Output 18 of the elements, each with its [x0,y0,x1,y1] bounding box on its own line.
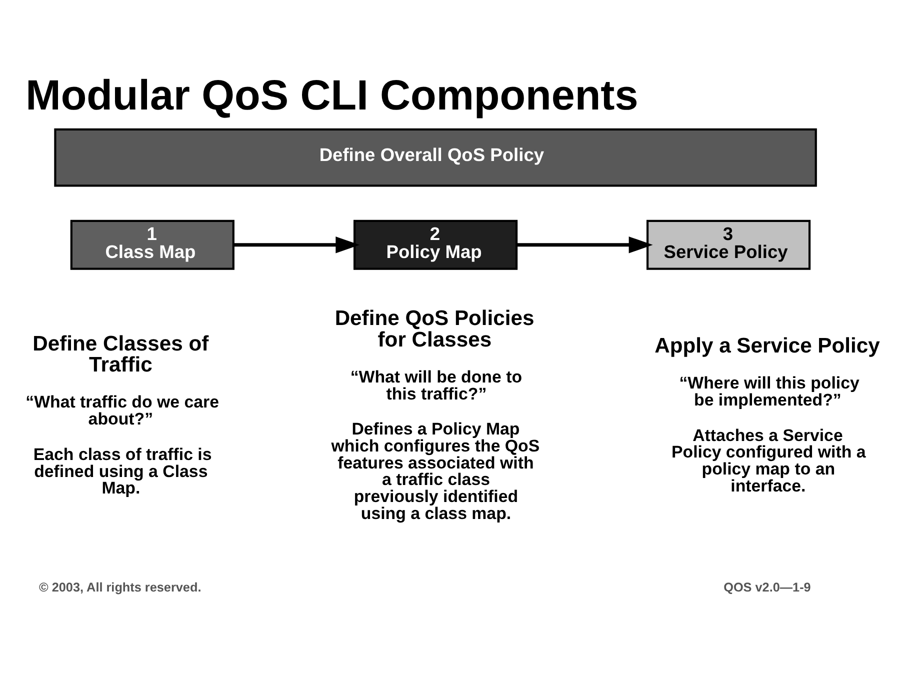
node-label: Defines a Policy Map which configures the QoS features associated with a traffic class previously identified using a class map. [331,419,540,524]
label: © 2003, All rights reserved. [39,580,202,595]
node-label: Define Classes of Traffic [32,332,209,377]
node-label: Attaches a Service Policy configured with a policy map to an interface. [671,426,866,496]
node-box: Define Overall QoS Policy [54,128,817,187]
node-box: 3 Service Policy [646,220,811,270]
node-label: Each class of traffic is defined using a Class Map. [33,444,212,498]
label: QOS v2.0—1-9 [724,580,811,595]
node-box: 1 Class Map [70,220,234,270]
node-label: Apply a Service Policy [654,334,880,358]
node-label: “Where will this policy be implemented?” [679,374,860,410]
arrow [234,236,360,254]
arrow [516,236,653,254]
node-box: 2 Policy Map [353,220,518,270]
node-label: “What traffic do we care about?” [26,392,219,429]
node-label: “What will be done to this traffic?” [350,367,522,404]
diagram-title: Modular QoS CLI Components [26,72,638,119]
node-label: Define QoS Policies for Classes [334,307,534,352]
